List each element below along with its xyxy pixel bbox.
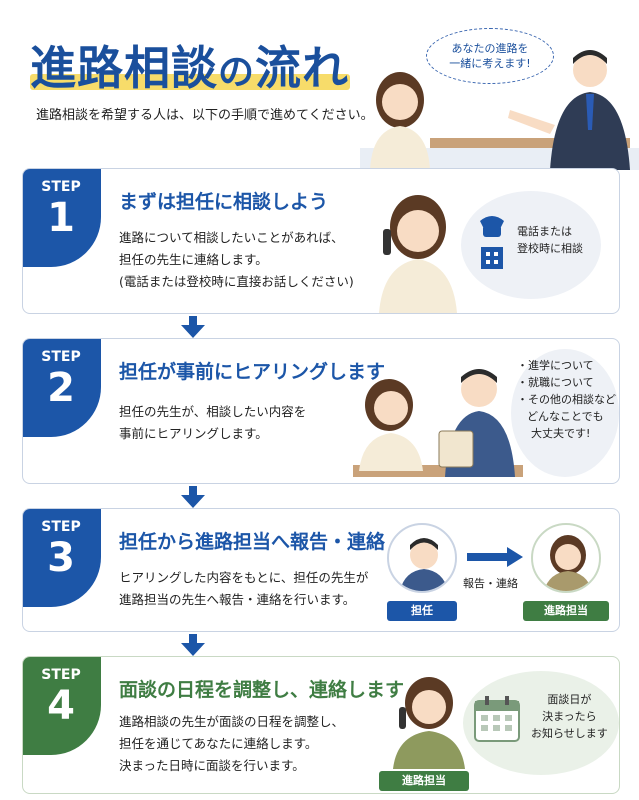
counselor-on-phone-illustration [393,677,465,769]
homeroom-teacher-tag: 担任 [387,601,457,621]
calendar-icon [474,696,520,742]
career-counselor-tag: 進路担当 [523,601,609,621]
step-3-badge: STEP 3 [23,509,101,607]
hearing-illustration [353,369,523,477]
page-title: 進路相談の流れ [30,41,350,95]
step-2-cloud [511,349,619,477]
step-1-badge: STEP 1 [23,169,101,267]
report-label: 報告・連絡 [463,577,518,590]
step-2-title: 担任が事前にヒアリングします [119,361,386,383]
homeroom-teacher-avatar [387,523,457,593]
career-counselor-tag: 進路担当 [379,771,469,791]
step-4-cloud-text: 面談日が 決まったら お知らせします [531,693,608,740]
hero-speech-bubble: あなたの進路を 一緒に考えます! [426,28,554,84]
intro-text: 進路相談を希望する人は、以下の手順で進めてください。 [36,108,374,123]
down-arrow-icon [181,486,205,508]
step-3-description: ヒアリングした内容をもとに、担任の先生が 進路担当の先生へ報告・連絡を行います。 [119,570,369,607]
hero-illustration [360,50,639,170]
step-4-description: 進路相談の先生が面談の日程を調整し、 担任を通じてあなたに連絡します。 決まった… [119,714,345,773]
step-1-title: まずは担任に相談しよう [119,191,329,213]
step-2-card: STEP 2 担任が事前にヒアリングします 担任の先生が、相談したい内容を 事前… [22,338,620,484]
step-1-description: 進路について相談したいことがあれば、 担任の先生に連絡します。 (電話または登校… [119,230,354,289]
step-2-description: 担任の先生が、相談したい内容を 事前にヒアリングします。 [119,404,307,441]
title-highlight [30,74,350,90]
career-counselor-avatar [531,523,601,593]
step-2-badge: STEP 2 [23,339,101,437]
down-arrow-icon [181,634,205,656]
step-3-card: STEP 3 担任から進路担当へ報告・連絡 ヒアリングした内容をもとに、担任の先… [22,508,620,632]
step-4-card: STEP 4 面談の日程を調整し、連絡します 進路相談の先生が面談の日程を調整し… [22,656,620,794]
step-3-title: 担任から進路担当へ報告・連絡 [119,531,386,553]
step-2-cloud-text: ・進学について ・就職について ・その他の相談など どんなことでも 大丈夫です! [517,359,616,440]
phone-and-school-icon [480,216,504,269]
down-arrow-icon [181,316,205,338]
step-1-cloud-text: 電話または 登校時に相談 [517,225,583,255]
student-on-phone-illustration [379,195,457,313]
step-1-card: STEP 1 まずは担任に相談しよう 進路について相談したいことがあれば、 担任… [22,168,620,314]
step-4-badge: STEP 4 [23,657,101,755]
step-1-cloud [461,191,601,299]
step-4-title: 面談の日程を調整し、連絡します [119,679,405,701]
right-arrow-icon [467,547,523,567]
